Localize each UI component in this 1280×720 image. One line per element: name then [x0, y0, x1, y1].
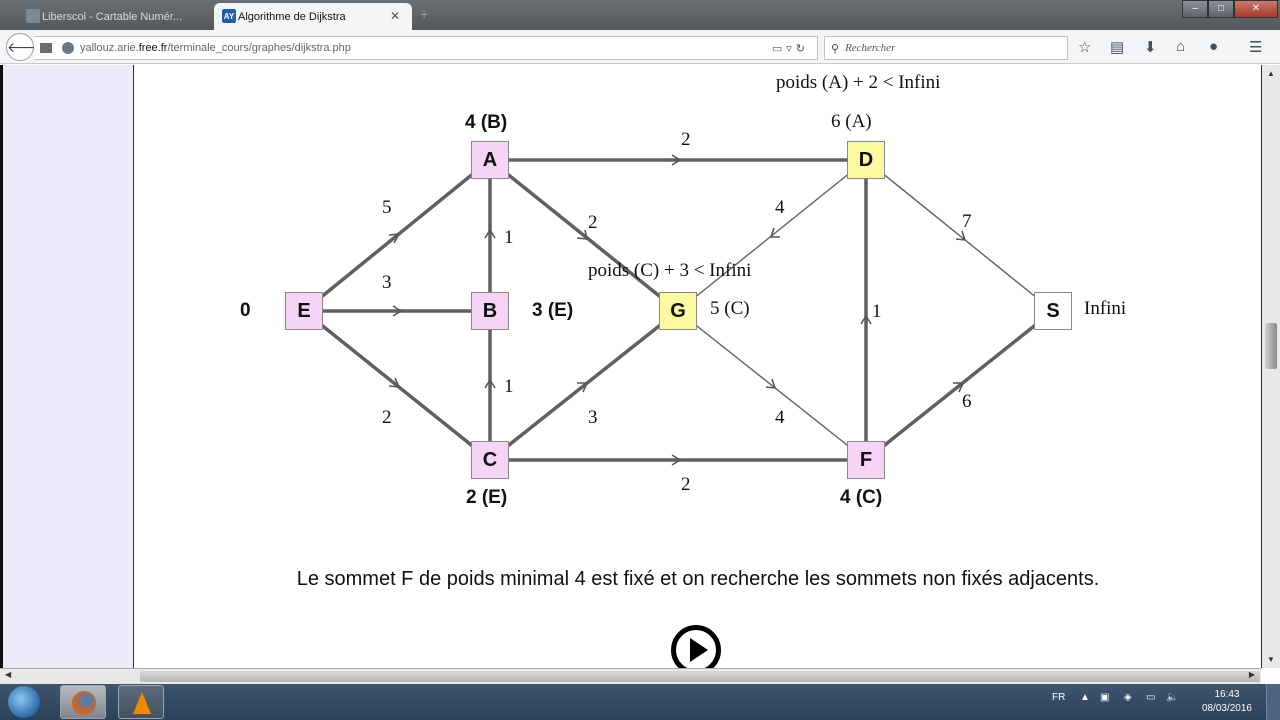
menu-icon[interactable]: ☰ — [1249, 39, 1263, 56]
page-sidebar — [0, 65, 134, 668]
window-edge — [0, 65, 3, 668]
weight-S: Infini — [1084, 298, 1127, 319]
reload-icon[interactable]: ↻ — [795, 42, 809, 55]
node-E: E — [285, 292, 323, 330]
weight-C: 2 (E) — [466, 487, 508, 508]
node-G: G — [659, 292, 697, 330]
edge-weight-C-B: 1 — [504, 376, 514, 397]
safely-remove-icon[interactable]: ▣ — [1100, 692, 1110, 703]
download-icon[interactable]: ⬇ — [1144, 39, 1157, 56]
dropdown-icon[interactable]: ▿ — [786, 42, 796, 55]
annotation-d-update: poids (A) + 2 < Infini — [776, 72, 941, 93]
search-input[interactable]: ⚲ Rechercher — [824, 36, 1068, 60]
node-D: D — [847, 141, 885, 179]
close-window-button[interactable]: ✕ — [1234, 0, 1278, 18]
language-indicator[interactable]: FR — [1052, 692, 1066, 703]
url-bar[interactable]: yallouz.arie.free.fr/terminale_cours/gra… — [34, 36, 818, 60]
play-button[interactable] — [671, 625, 721, 668]
annotation-g-update: poids (C) + 3 < Infini — [588, 260, 752, 281]
show-desktop-button[interactable] — [1266, 684, 1280, 720]
edge-weight-C-G: 3 — [588, 407, 598, 428]
page-content: E A B C G D F S 0 4 (B) 3 (E) 2 (E) 5 (C… — [135, 65, 1261, 668]
browser-titlebar: Liberscol - Cartable Numér... AY Algorit… — [0, 0, 1280, 30]
taskbar-vlc[interactable] — [118, 685, 164, 719]
tab-dijkstra[interactable]: AY Algorithme de Dijkstra ✕ — [214, 3, 412, 30]
vertical-scroll-thumb[interactable] — [1265, 323, 1277, 369]
bookmarks-list-icon[interactable]: ▤ — [1110, 39, 1125, 56]
firefox-icon — [72, 691, 96, 715]
search-placeholder: Rechercher — [845, 42, 896, 54]
tab-label: Algorithme de Dijkstra — [238, 10, 346, 23]
edge-weight-A-G: 2 — [588, 212, 598, 233]
back-button[interactable]: 🡐 — [6, 33, 45, 61]
edge-weight-E-C: 2 — [382, 407, 392, 428]
taskbar-clock[interactable]: 16:43 08/03/2016 — [1202, 688, 1252, 716]
weight-B: 3 (E) — [532, 300, 574, 321]
ay-favicon-icon: AY — [222, 9, 236, 23]
graph-edges — [302, 154, 1055, 466]
close-tab-icon[interactable]: ✕ — [389, 9, 400, 23]
bookmark-star-icon[interactable]: ☆ — [1078, 39, 1092, 56]
network-icon[interactable]: ▭ — [1146, 692, 1156, 703]
navigation-toolbar: 🡐 yallouz.arie.free.fr/terminale_cours/g… — [0, 30, 1280, 64]
tab-liberscol[interactable]: Liberscol - Cartable Numér... — [18, 3, 216, 30]
clock-date: 08/03/2016 — [1201, 703, 1252, 714]
taskbar-firefox[interactable] — [60, 685, 106, 719]
window-controls: – □ ✕ — [1182, 0, 1278, 20]
node-C: C — [471, 441, 509, 479]
edge-weight-D-G: 4 — [775, 197, 785, 218]
scroll-down-icon[interactable]: ▼ — [1267, 655, 1275, 664]
node-S: S — [1034, 292, 1072, 330]
edge-weight-C-F: 2 — [681, 474, 691, 495]
edge-weight-E-A: 5 — [382, 197, 392, 218]
node-A: A — [471, 141, 509, 179]
edge-weight-F-S: 6 — [962, 391, 972, 412]
url-text: yallouz.arie.free.fr/terminale_cours/gra… — [80, 42, 351, 54]
globe-icon — [62, 42, 74, 54]
horizontal-scrollbar[interactable]: ◀ ▶ — [0, 668, 1261, 684]
edge-weight-F-D: 1 — [872, 301, 882, 322]
edge-weight-B-A: 1 — [504, 227, 514, 248]
edge-weight-A-D: 2 — [681, 129, 691, 150]
edge-weight-G-F: 4 — [775, 407, 785, 428]
windows-taskbar — [0, 684, 1280, 720]
step-caption: Le sommet F de poids minimal 4 est fixé … — [296, 568, 1100, 590]
reader-icon[interactable]: ▭ — [771, 42, 787, 55]
vlc-icon — [133, 692, 151, 714]
liberscol-favicon-icon — [26, 9, 40, 23]
new-tab-button[interactable]: + — [420, 6, 429, 22]
hello-icon[interactable]: ● — [1209, 38, 1219, 55]
start-button[interactable] — [8, 686, 40, 718]
weight-F: 4 (C) — [840, 487, 883, 508]
tab-label: Liberscol - Cartable Numér... — [42, 10, 182, 23]
scroll-left-icon[interactable]: ◀ — [5, 670, 12, 679]
tray-expand-icon[interactable]: ▲ — [1080, 692, 1090, 703]
play-icon — [689, 638, 708, 662]
volume-icon[interactable]: 🔈 — [1166, 692, 1179, 703]
scroll-up-icon[interactable]: ▲ — [1267, 69, 1275, 78]
weight-E: 0 — [240, 300, 251, 321]
node-F: F — [847, 441, 885, 479]
weight-A: 4 (B) — [465, 112, 508, 133]
url-actions: ▭▿↻ — [772, 42, 809, 55]
scroll-right-icon[interactable]: ▶ — [1248, 670, 1255, 679]
weight-D: 6 (A) — [831, 111, 872, 132]
horizontal-scroll-thumb[interactable] — [140, 671, 1260, 682]
node-B: B — [471, 292, 509, 330]
edge-weight-E-B: 3 — [382, 272, 392, 293]
network-monitor-icon[interactable]: ◈ — [1124, 692, 1132, 703]
minimize-button[interactable]: – — [1182, 0, 1208, 18]
weight-G: 5 (C) — [710, 298, 750, 319]
home-icon[interactable]: ⌂ — [1176, 38, 1186, 55]
search-icon: ⚲ — [831, 42, 840, 55]
maximize-button[interactable]: □ — [1208, 0, 1234, 18]
puzzle-icon — [40, 43, 52, 53]
vertical-scrollbar[interactable]: ▲ ▼ — [1261, 65, 1280, 668]
edge-weight-D-S: 7 — [962, 211, 972, 232]
clock-time: 16:43 — [1214, 689, 1240, 700]
